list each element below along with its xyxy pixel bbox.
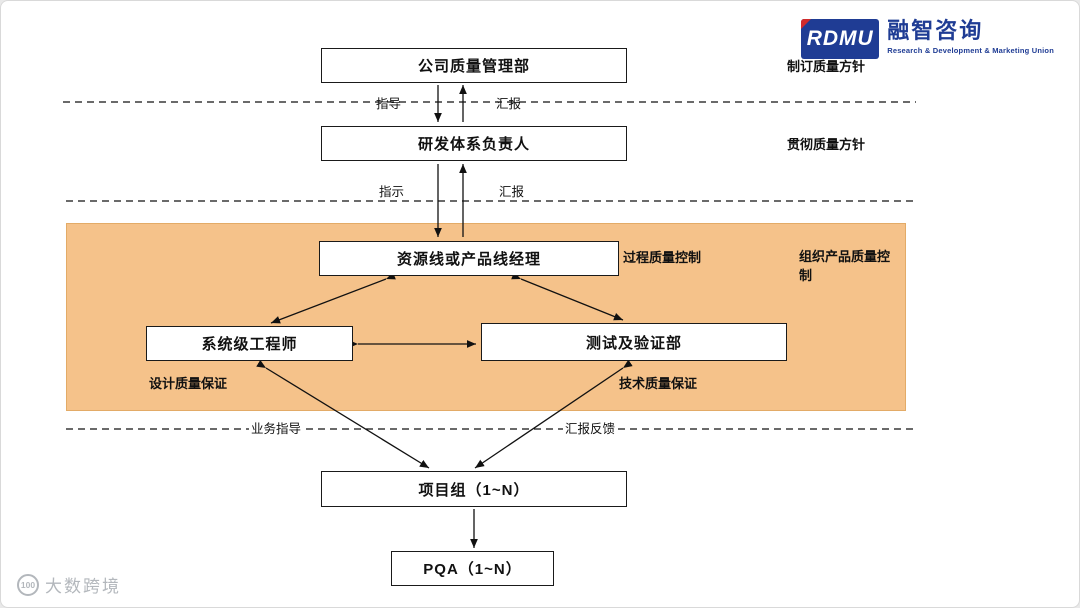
- rdmu-logo-flag: RDMU: [801, 19, 880, 59]
- label-instruct: 指示: [379, 185, 405, 199]
- label-business-guide: 业务指导: [249, 418, 304, 437]
- note-process-qc: 过程质量控制: [623, 250, 702, 265]
- note-org-product-qc: 组织产品质量控制: [799, 249, 891, 283]
- box-testing-verification: 测试及验证部: [481, 323, 787, 361]
- box-company-quality-dept: 公司质量管理部: [321, 48, 627, 83]
- label-report-1: 汇报: [496, 97, 522, 111]
- watermark: 100 大数跨境: [17, 572, 121, 597]
- rdmu-logo: RDMU 融智咨询 Research & Development & Marke…: [801, 18, 1054, 59]
- watermark-text: 大数跨境: [45, 577, 121, 596]
- logo-subtitle: Research & Development & Marketing Union: [887, 46, 1054, 56]
- box-rd-system-lead: 研发体系负责人: [321, 126, 627, 161]
- label-guide: 指导: [376, 97, 402, 111]
- logo-company-name: 融智咨询: [887, 18, 984, 43]
- box-line-manager: 资源线或产品线经理: [319, 241, 619, 276]
- box-pqa: PQA（1~N）: [391, 551, 554, 586]
- box-project-team: 项目组（1~N）: [321, 471, 627, 507]
- label-tech-qa: 技术质量保证: [619, 376, 698, 391]
- label-design-qa: 设计质量保证: [149, 376, 228, 391]
- label-report-feedback: 汇报反馈: [563, 418, 618, 437]
- watermark-icon: 100: [17, 573, 39, 596]
- note-implement-policy: 贯彻质量方针: [787, 137, 866, 152]
- rdmu-logo-text: 融智咨询 Research & Development & Marketing …: [887, 18, 1054, 56]
- label-report-2: 汇报: [499, 185, 525, 199]
- box-system-engineer: 系统级工程师: [146, 326, 353, 361]
- note-formulate-policy: 制订质量方针: [787, 59, 866, 74]
